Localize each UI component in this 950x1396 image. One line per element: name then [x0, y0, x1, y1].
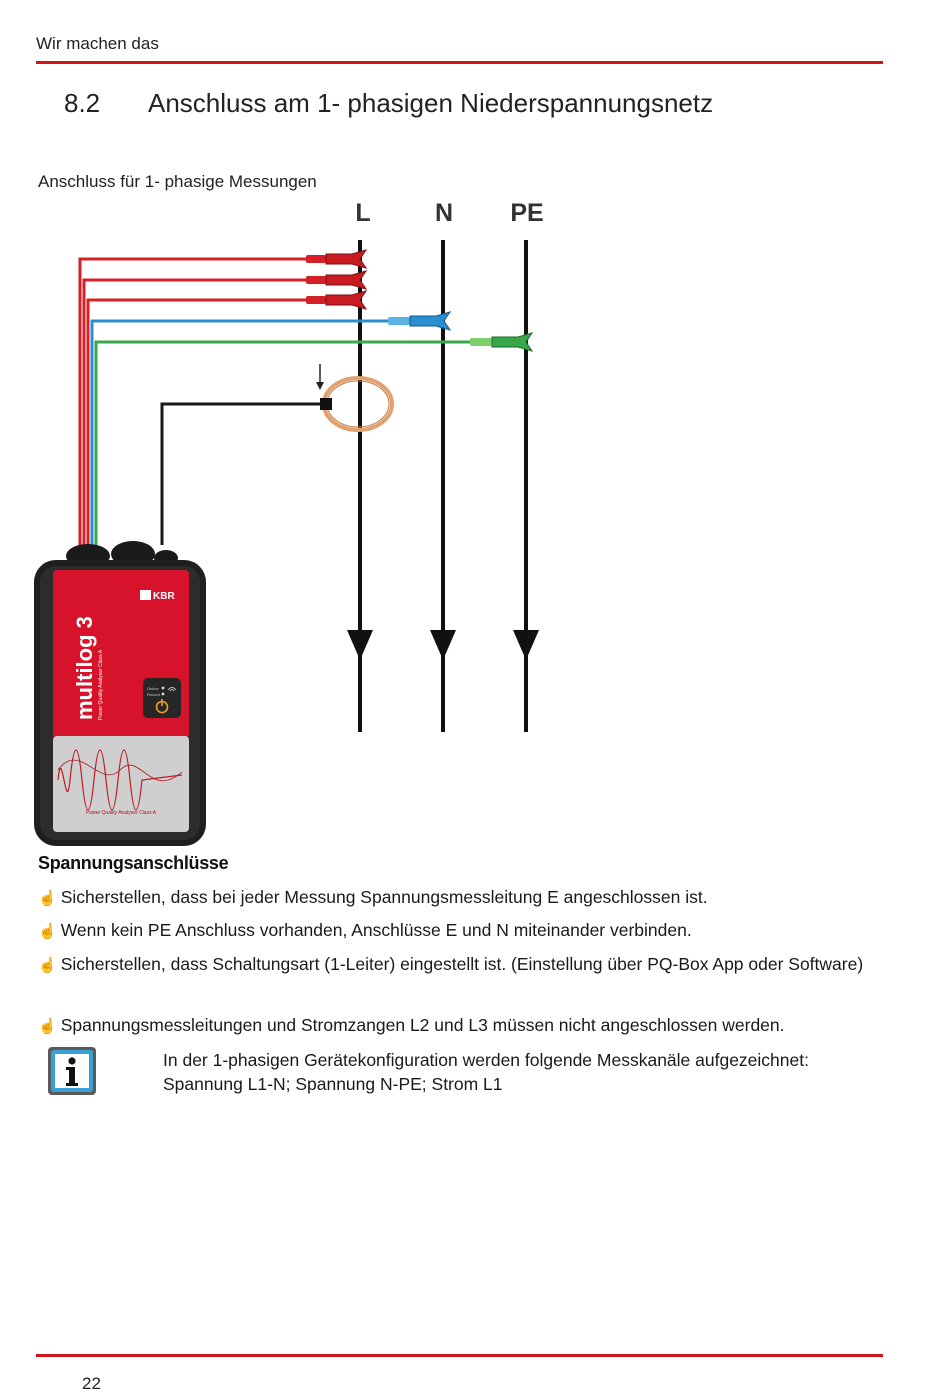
bullet-text: Wenn kein PE Anschluss vorhanden, Anschl…: [60, 920, 692, 940]
info-icon: [48, 1047, 96, 1095]
voltage-lead-blue: [90, 311, 452, 545]
current-clamp-l1: [160, 364, 394, 545]
bullet-item: ☝Spannungsmessleitungen und Stromzangen …: [38, 1012, 883, 1040]
conductor-l: [347, 240, 373, 732]
status-label-record: Record: [147, 692, 160, 697]
phase-label-n: N: [435, 199, 453, 227]
connection-diagram: L N PE: [34, 199, 544, 846]
control-panel: [143, 678, 181, 718]
info-line-1: In der 1-phasigen Gerätekonfiguration we…: [163, 1050, 809, 1070]
bullet-item: ☝Sicherstellen, dass bei jeder Messung S…: [38, 884, 883, 912]
phase-label-l: L: [355, 199, 370, 227]
bullet-text: Sicherstellen, dass bei jeder Messung Sp…: [60, 887, 708, 907]
wifi-icon: [167, 687, 177, 692]
voltage-lead-red-1: [78, 249, 368, 545]
brand-label: KBR: [153, 591, 175, 602]
bullet-text: Sicherstellen, dass Schaltungsart (1-Lei…: [60, 954, 864, 974]
kbr-logo-mark: [140, 590, 151, 600]
info-line-2: Spannung L1-N; Spannung N-PE; Strom L1: [163, 1074, 503, 1094]
page-number: 22: [82, 1374, 101, 1393]
figure-caption: Anschluss für 1- phasige Messungen: [38, 172, 317, 191]
voltage-lead-green: [94, 332, 534, 545]
section-number: 8.2: [64, 88, 101, 118]
voltage-connections-heading: Spannungsanschlüsse: [38, 853, 229, 873]
info-text: In der 1-phasigen Gerätekonfiguration we…: [163, 1048, 809, 1096]
multilog-device: multilog 3 Power Quality Analyser Class …: [34, 560, 206, 846]
bullet-text: Spannungsmessleitungen und Stromzangen L…: [60, 1015, 785, 1035]
hand-pointer-icon: ☝: [38, 957, 57, 974]
voltage-lead-red-2: [82, 270, 368, 545]
voltage-lead-red-3: [86, 290, 368, 545]
device-bottom-label: Power Quality Analyser Class A: [86, 810, 157, 816]
device-subtitle: Power Quality Analyser Class A: [98, 649, 104, 720]
header-rule: [36, 61, 883, 64]
hand-pointer-icon: ☝: [38, 1018, 57, 1035]
device-name: multilog 3: [72, 616, 97, 720]
section-title-text: Anschluss am 1- phasigen Niederspannungs…: [148, 88, 714, 118]
bullet-item: ☝Sicherstellen, dass Schaltungsart (1-Le…: [38, 951, 883, 979]
phase-label-pe: PE: [510, 199, 543, 227]
hand-pointer-icon: ☝: [38, 923, 57, 940]
hand-pointer-icon: ☝: [38, 890, 57, 907]
section-title: 8.2 Anschluss am 1- phasigen Niederspannu…: [64, 88, 713, 119]
status-label-online: Online: [147, 686, 159, 691]
conductor-pe: [513, 240, 539, 732]
header-text: Wir machen das: [36, 34, 159, 53]
power-button-icon: [155, 699, 169, 714]
footer-rule: [36, 1354, 883, 1357]
bullet-item: ☝Wenn kein PE Anschluss vorhanden, Ansch…: [38, 917, 883, 945]
